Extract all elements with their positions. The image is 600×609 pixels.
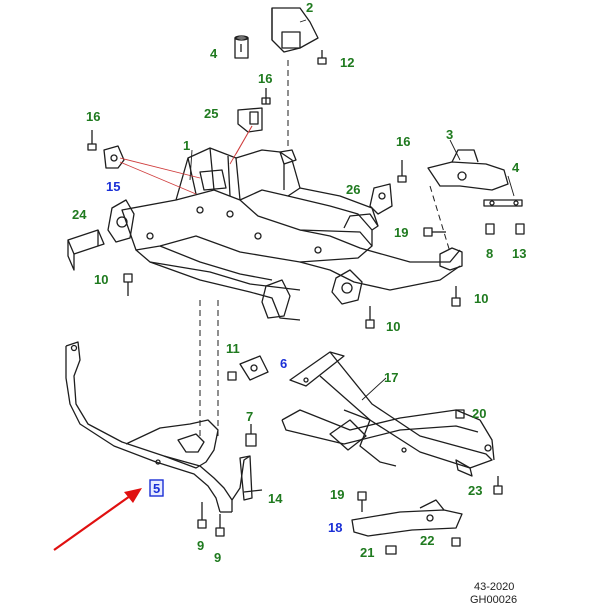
callout-9-a: 9 bbox=[197, 538, 204, 553]
callout-23: 23 bbox=[468, 483, 482, 498]
callout-4-right: 4 bbox=[512, 160, 520, 175]
callout-25: 25 bbox=[204, 106, 218, 121]
bracket-part-26 bbox=[369, 183, 393, 215]
callout-15: 15 bbox=[106, 179, 120, 194]
callout-numbers: 1 2 3 4 4 5 6 7 8 9 9 10 10 10 11 12 13 … bbox=[72, 0, 526, 565]
callout-16-top: 16 bbox=[258, 71, 272, 86]
crossmember-hole bbox=[155, 459, 161, 465]
callout-3: 3 bbox=[446, 127, 453, 142]
bolt-part-19-top bbox=[423, 227, 446, 237]
callout-17: 17 bbox=[384, 370, 398, 385]
bushing-part-4-top bbox=[234, 35, 249, 59]
callout-9-b: 9 bbox=[214, 550, 221, 565]
nut-part-8 bbox=[485, 223, 495, 235]
callout-10-right: 10 bbox=[474, 291, 488, 306]
callout-2: 2 bbox=[306, 0, 313, 15]
callout-22: 22 bbox=[420, 533, 434, 548]
callout-7: 7 bbox=[246, 409, 253, 424]
bracket-part-14 bbox=[239, 455, 263, 501]
bolt-part-10-left bbox=[123, 273, 133, 296]
callout-20: 20 bbox=[472, 406, 486, 421]
bolt-part-10-right bbox=[451, 286, 461, 307]
lower-arm-triangle bbox=[125, 419, 219, 469]
bolt-part-16-left bbox=[87, 130, 97, 151]
callout-18: 18 bbox=[328, 520, 342, 535]
bolt-part-20 bbox=[455, 409, 465, 419]
bolt-part-7 bbox=[245, 424, 257, 447]
bracket-part-18 bbox=[351, 499, 463, 537]
callout-leaders bbox=[189, 19, 515, 401]
callout-4-top: 4 bbox=[210, 46, 218, 61]
bolt-part-9-a bbox=[197, 502, 207, 529]
callout-12: 12 bbox=[340, 55, 354, 70]
line-art bbox=[65, 7, 525, 555]
top-mount-bracket bbox=[271, 7, 319, 53]
callout-8: 8 bbox=[486, 246, 493, 261]
callout-14: 14 bbox=[268, 491, 283, 506]
red-leader-lines bbox=[119, 125, 253, 195]
bracket-part-25 bbox=[237, 107, 263, 133]
bolt-part-22 bbox=[451, 537, 461, 547]
bracket-part-15 bbox=[103, 145, 125, 169]
callout-11: 11 bbox=[226, 341, 240, 356]
bolt-part-23 bbox=[493, 476, 503, 495]
callout-19-bottom: 19 bbox=[330, 487, 344, 502]
callout-6: 6 bbox=[280, 356, 287, 371]
callout-26: 26 bbox=[346, 182, 360, 197]
callout-5-highlighted: 5 bbox=[149, 479, 164, 497]
mount-part-3 bbox=[427, 149, 509, 253]
bracket-part-6 bbox=[239, 355, 269, 381]
callout-13: 13 bbox=[512, 246, 526, 261]
red-pointer-arrow bbox=[53, 488, 142, 551]
subframe-part-1 bbox=[107, 147, 463, 321]
bolt-part-10-mid bbox=[365, 306, 375, 329]
plate-part-4-right bbox=[483, 199, 523, 207]
callout-10-left: 10 bbox=[94, 272, 108, 287]
callout-10-mid: 10 bbox=[386, 319, 400, 334]
callout-16-left: 16 bbox=[86, 109, 100, 124]
callout-19-top: 19 bbox=[394, 225, 408, 240]
bolt-part-12 bbox=[317, 50, 327, 65]
callout-24: 24 bbox=[72, 207, 87, 222]
bolt-part-19-bottom bbox=[357, 491, 367, 512]
left-axis-dashed bbox=[199, 300, 219, 440]
bolt-part-16-right bbox=[397, 160, 407, 183]
nut-part-13 bbox=[515, 223, 525, 235]
bolt-part-11 bbox=[227, 371, 237, 381]
svg-text:5: 5 bbox=[153, 481, 160, 496]
reference-code: GH00026 bbox=[470, 594, 517, 606]
bolt-part-16-upper bbox=[261, 88, 271, 105]
bracket-part-24 bbox=[67, 229, 105, 271]
bolt-part-21 bbox=[385, 545, 397, 555]
callout-16-right: 16 bbox=[396, 134, 410, 149]
callout-1: 1 bbox=[183, 138, 190, 153]
reference-number: 43-2020 bbox=[474, 581, 514, 593]
x-brace-part-17 bbox=[281, 351, 495, 477]
bolt-part-9-b bbox=[215, 514, 225, 537]
callout-21: 21 bbox=[360, 545, 374, 560]
